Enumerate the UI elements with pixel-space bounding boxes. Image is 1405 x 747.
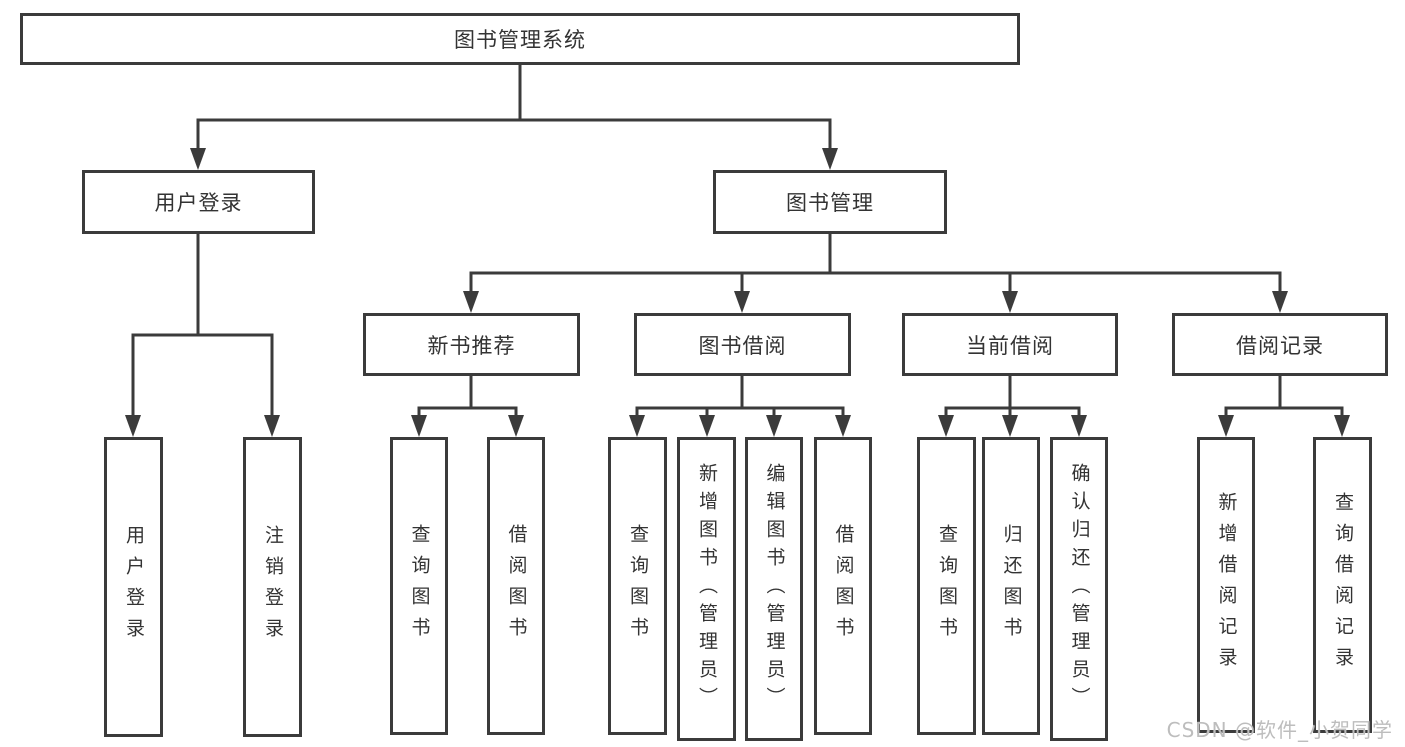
node-book-borrow: 图书借阅: [634, 313, 851, 376]
leaf-confirm-return-admin: 确认归还（管理员）: [1050, 437, 1108, 741]
leaf-borrow-books-recommend-label: 借阅图书: [505, 524, 528, 648]
leaf-logout: 注销登录: [243, 437, 302, 737]
node-new-book-recommend: 新书推荐: [363, 313, 580, 376]
leaf-query-borrow-record: 查询借阅记录: [1313, 437, 1372, 733]
leaf-return-book-label: 归还图书: [1000, 524, 1023, 648]
leaf-add-borrow-record-label: 新增借阅记录: [1215, 492, 1238, 678]
leaf-borrow-books-recommend: 借阅图书: [487, 437, 545, 735]
leaf-query-books-borrow-label: 查询图书: [627, 524, 649, 648]
leaf-logout-label: 注销登录: [262, 525, 284, 649]
csdn-watermark: CSDN @软件_小贺同学: [1166, 718, 1393, 742]
node-book-management: 图书管理: [713, 170, 947, 234]
leaf-edit-book-admin: 编辑图书（管理员）: [745, 437, 803, 741]
leaf-query-books-borrow: 查询图书: [608, 437, 667, 735]
leaf-add-book-admin: 新增图书（管理员）: [677, 437, 736, 741]
leaf-query-books-recommend-label: 查询图书: [408, 524, 431, 648]
leaf-query-books-current: 查询图书: [917, 437, 976, 735]
node-book-borrow-label: 图书借阅: [698, 333, 787, 358]
node-root: 图书管理系统: [20, 13, 1020, 65]
leaf-user-login-label: 用户登录: [123, 525, 145, 649]
node-book-management-label: 图书管理: [786, 191, 874, 215]
node-user-login: 用户登录: [82, 170, 315, 234]
leaf-return-book: 归还图书: [982, 437, 1040, 735]
leaf-user-login: 用户登录: [104, 437, 163, 737]
leaf-add-borrow-record: 新增借阅记录: [1197, 437, 1255, 733]
leaf-borrow-books-label: 借阅图书: [832, 524, 855, 648]
leaf-query-books-current-label: 查询图书: [936, 524, 958, 648]
node-borrow-records: 借阅记录: [1172, 313, 1388, 376]
node-borrow-records-label: 借阅记录: [1236, 333, 1324, 358]
leaf-query-books-recommend: 查询图书: [390, 437, 448, 735]
node-current-borrow-label: 当前借阅: [966, 333, 1054, 358]
leaf-borrow-books: 借阅图书: [814, 437, 872, 735]
node-user-login-label: 用户登录: [154, 191, 243, 215]
node-root-label: 图书管理系统: [454, 28, 586, 52]
leaf-query-borrow-record-label: 查询借阅记录: [1332, 492, 1354, 678]
leaf-add-book-admin-label: 新增图书（管理员）: [696, 463, 718, 715]
node-new-book-recommend-label: 新书推荐: [427, 333, 516, 358]
leaf-confirm-return-admin-label: 确认归还（管理员）: [1068, 463, 1091, 715]
node-current-borrow: 当前借阅: [902, 313, 1118, 376]
leaf-edit-book-admin-label: 编辑图书（管理员）: [763, 463, 786, 715]
